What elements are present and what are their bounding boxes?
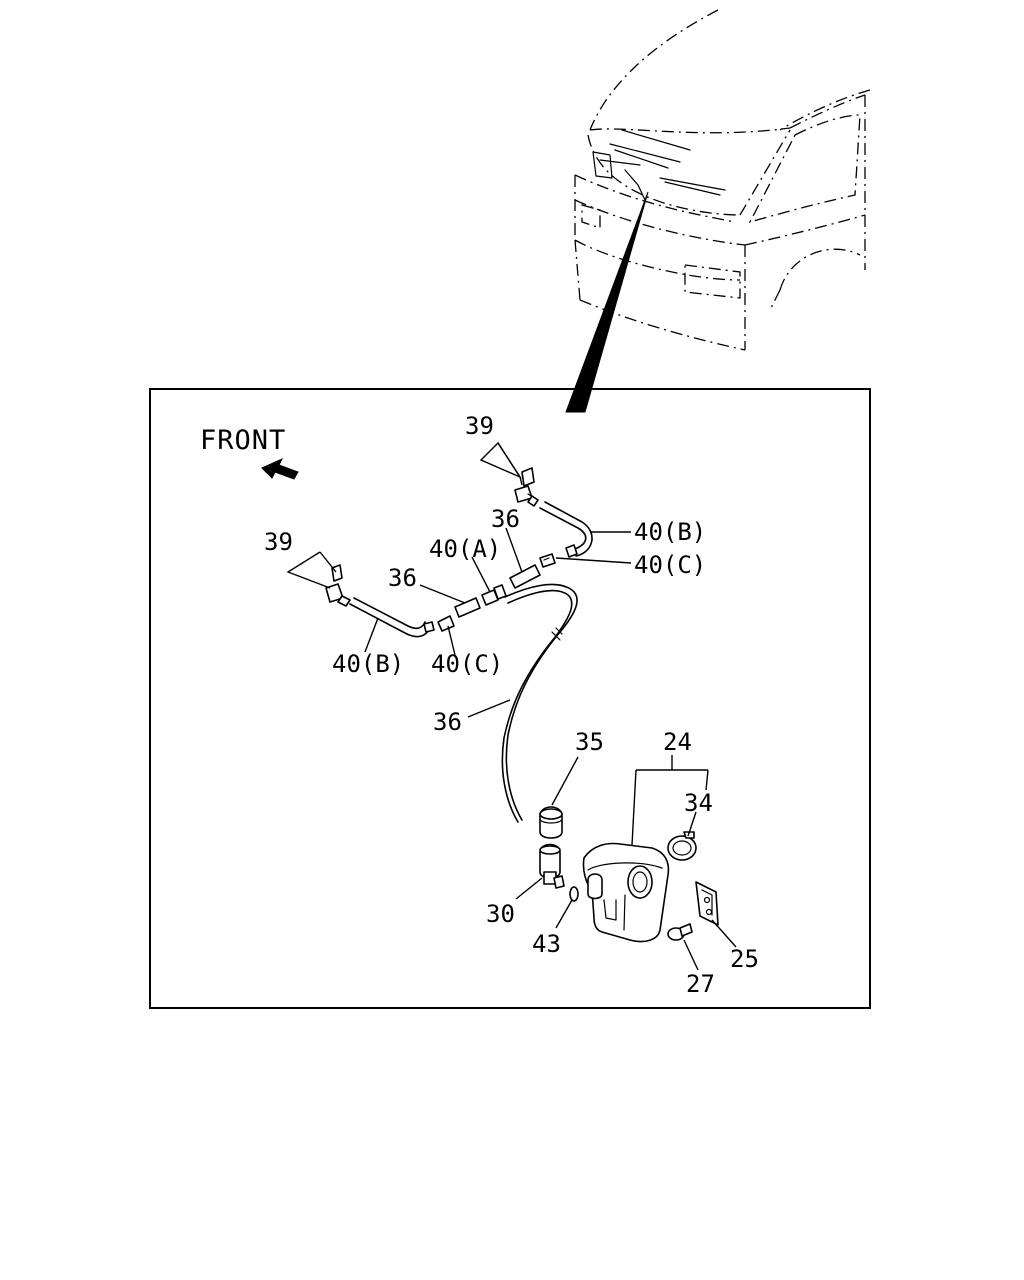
callout-36-long: 36 [433, 708, 462, 736]
tank-bracket [695, 881, 719, 926]
callout-30: 30 [486, 900, 515, 928]
callout-40a: 40(A) [429, 535, 501, 563]
callout-36-mid: 36 [388, 564, 417, 592]
front-direction-label: FRONT [200, 425, 286, 456]
washer-tank [582, 842, 670, 943]
callout-34: 34 [684, 789, 713, 817]
left-washer-nozzle [325, 564, 351, 607]
callout-27: 27 [686, 970, 715, 998]
callout-leaders [286, 441, 737, 971]
middle-short-hose [454, 597, 481, 618]
pump-grommet [569, 886, 579, 902]
right-nozzle-hose [539, 501, 593, 558]
right-hose-joint [539, 553, 556, 568]
callout-36-upper: 36 [491, 505, 520, 533]
long-washer-hose [501, 583, 578, 823]
callout-40c-left: 40(C) [431, 650, 503, 678]
callout-25: 25 [730, 945, 759, 973]
callout-39-right: 39 [465, 412, 494, 440]
detail-frame [149, 388, 871, 1009]
mounting-bolt [667, 923, 693, 941]
left-hose-joint [437, 615, 455, 632]
vehicle-front-illustration [565, 9, 871, 413]
t-joint [481, 584, 507, 606]
callout-39-left: 39 [264, 528, 293, 556]
front-arrow-icon [261, 457, 299, 480]
tank-hose-clamp [667, 831, 697, 861]
washer-pump [539, 843, 565, 889]
callout-24: 24 [663, 728, 692, 756]
callout-40b-left: 40(B) [332, 650, 404, 678]
callout-43: 43 [532, 930, 561, 958]
callout-35: 35 [575, 728, 604, 756]
upper-short-hose [509, 564, 541, 589]
tank-cap [539, 806, 563, 839]
left-nozzle-hose [349, 597, 435, 638]
right-washer-nozzle [514, 467, 539, 507]
callout-40b-right: 40(B) [634, 518, 706, 546]
callout-40c-right: 40(C) [634, 551, 706, 579]
